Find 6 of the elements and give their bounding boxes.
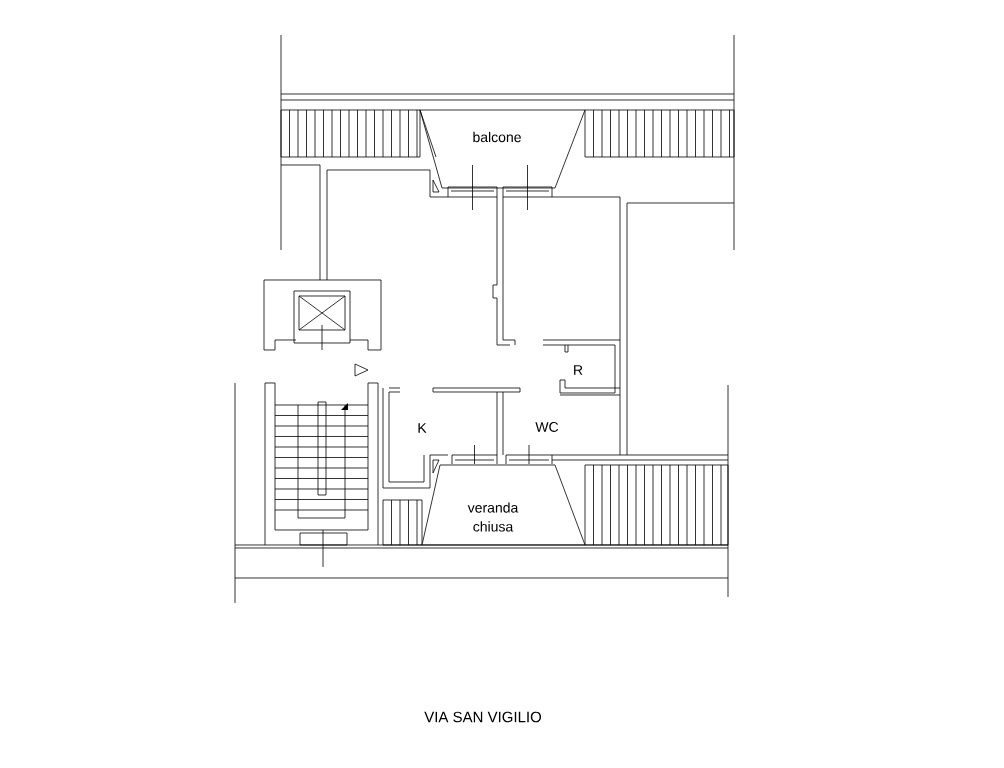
room-label: balcone xyxy=(473,131,521,143)
street-label: VIA SAN VIGILIO xyxy=(424,711,542,723)
room-label: veranda chiusa xyxy=(467,502,519,532)
room-label: WC xyxy=(535,422,559,432)
room-label: K xyxy=(418,423,427,433)
room-label: R xyxy=(574,365,583,375)
